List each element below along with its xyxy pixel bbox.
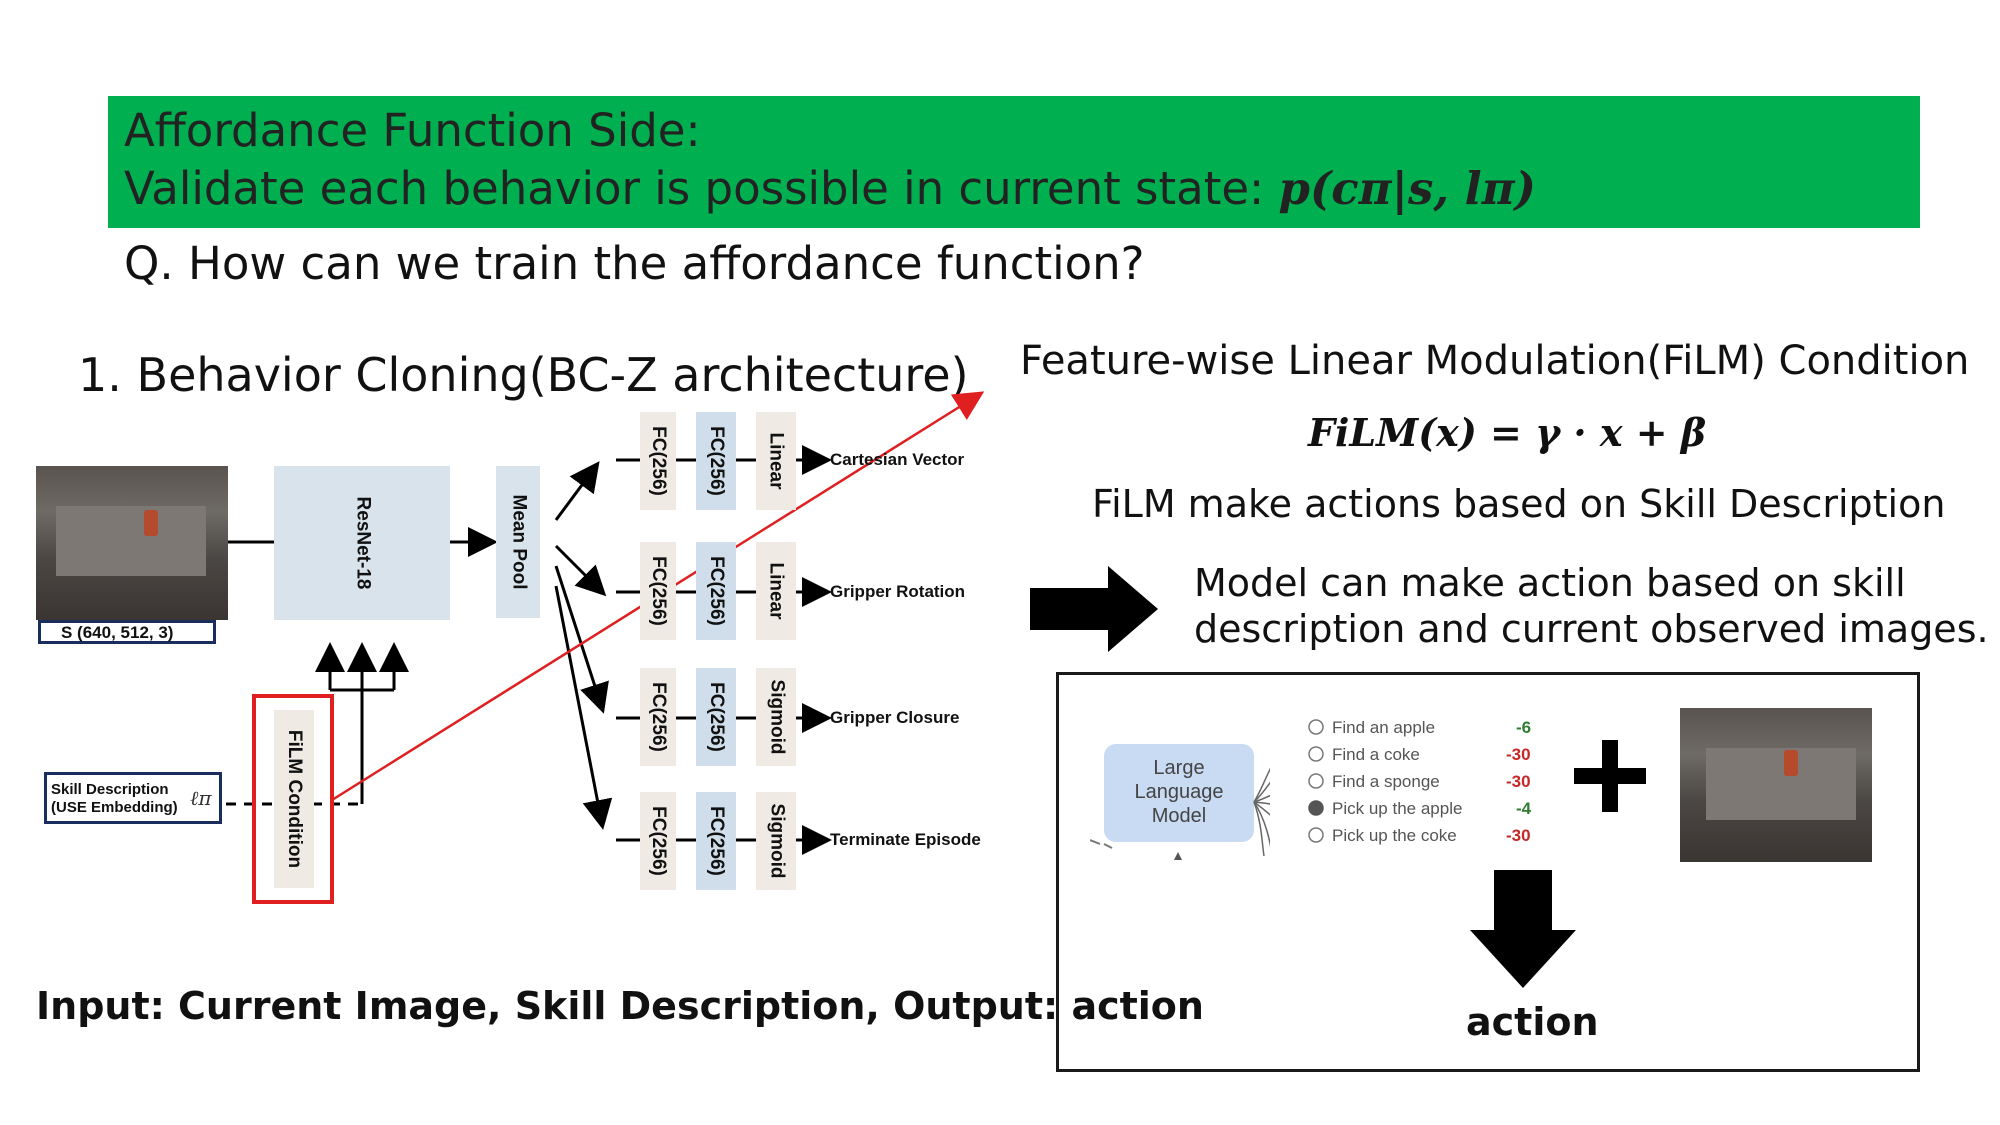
model-description: Model can make action based on skill des…: [1194, 560, 1989, 652]
model-description-line2: description and current observed images.: [1194, 607, 1989, 651]
action-label: action: [1466, 1000, 1599, 1044]
film-equation: FiLM(x) = γ · x + β: [1308, 410, 1707, 455]
resnet-block: ResNet-18: [274, 466, 450, 620]
right-arrow-icon: [1030, 566, 1158, 652]
option-3: Find a sponge: [1332, 772, 1440, 791]
head4-act-label: Sigmoid: [766, 803, 788, 879]
head3-act-label: Sigmoid: [766, 679, 788, 755]
banner-title: Affordance Function Side:: [124, 104, 701, 157]
observed-image: [1680, 708, 1872, 862]
head4-fc1: FC(256): [640, 792, 676, 890]
down-arrow-icon: [1470, 870, 1576, 988]
score-1: -6: [1516, 718, 1532, 737]
affordance-formula: p(cπ|s, lπ): [1278, 162, 1536, 215]
model-description-line1: Model can make action based on skill: [1194, 561, 1906, 605]
coke-can-shape-2: [1784, 750, 1798, 776]
mean-pool-block: Mean Pool: [496, 466, 540, 618]
option-1: Find an apple: [1332, 718, 1436, 737]
table-shape: [56, 506, 206, 576]
head2-fc2: FC(256): [696, 542, 736, 640]
mean-pool-label: Mean Pool: [508, 494, 530, 590]
skill-symbol: ℓπ: [190, 786, 212, 810]
head1-fc1: FC(256): [640, 412, 676, 510]
state-shape-label: S (640, 512, 3): [38, 620, 216, 644]
option-5: Pick up the coke: [1332, 826, 1457, 845]
film-description: FiLM make actions based on Skill Descrip…: [1092, 482, 1946, 526]
llm-action-panel: [1056, 672, 1920, 1072]
behavior-cloning-title: 1. Behavior Cloning(BC-Z architecture): [78, 348, 969, 402]
head3-fc1-label: FC(256): [648, 682, 669, 752]
head4-act: Sigmoid: [756, 792, 796, 890]
banner-subtitle-text: Validate each behavior is possible in cu…: [124, 162, 1279, 215]
head1-output: Cartesian Vector: [830, 450, 965, 469]
llm-label-line3: Model: [1151, 805, 1207, 827]
robot-camera-image: [36, 466, 228, 620]
head3-fc2: FC(256): [696, 668, 736, 766]
head2-act: Linear: [756, 542, 796, 640]
plus-icon: [1574, 740, 1646, 812]
score-2: -30: [1506, 745, 1531, 764]
option-circles: [1308, 719, 1324, 843]
film-condition-label: FiLM Condition: [284, 729, 306, 869]
head3-output: Gripper Closure: [830, 708, 960, 727]
head1-fc1-label: FC(256): [648, 426, 669, 496]
llm-branch-lines: [1090, 767, 1270, 860]
head3-act: Sigmoid: [756, 668, 796, 766]
film-highlight-box: [252, 694, 334, 904]
head4-output: Terminate Episode: [830, 830, 981, 849]
head2-act-label: Linear: [766, 562, 787, 620]
head1-act: Linear: [756, 412, 796, 510]
film-condition-block: FiLM Condition: [274, 710, 314, 888]
option-2: Find a coke: [1332, 745, 1420, 764]
title-banner: [108, 96, 1920, 228]
head1-fc2-label: FC(256): [706, 426, 727, 496]
head2-output: Gripper Rotation: [830, 582, 966, 601]
question-text: Q. How can we train the affordance funct…: [124, 237, 1145, 290]
head3-fc2-label: FC(256): [706, 682, 727, 752]
table-shape-2: [1706, 748, 1856, 820]
coke-can-shape: [144, 510, 158, 536]
skill-line1: Skill Description: [51, 781, 169, 798]
head1-fc2: FC(256): [696, 412, 736, 510]
banner-subtitle: Validate each behavior is possible in cu…: [124, 162, 1536, 215]
head2-fc2-label: FC(256): [706, 556, 727, 626]
llm-label-line2: Language: [1134, 781, 1224, 803]
head3-fc1: FC(256): [640, 668, 676, 766]
skill-line2: (USE Embedding): [51, 799, 178, 816]
skill-description-box: Skill Description (USE Embedding): [44, 772, 222, 824]
score-5: -30: [1506, 826, 1531, 845]
input-output-text: Input: Current Image, Skill Description,…: [36, 984, 1204, 1028]
head1-act-label: Linear: [766, 432, 787, 490]
head4-fc2: FC(256): [696, 792, 736, 890]
score-4: -4: [1516, 799, 1532, 818]
score-3: -30: [1506, 772, 1531, 791]
option-4: Pick up the apple: [1332, 799, 1463, 818]
head4-fc1-label: FC(256): [648, 806, 669, 876]
llm-label-line1: Large: [1153, 757, 1205, 779]
head4-fc2-label: FC(256): [706, 806, 727, 876]
head2-fc1: FC(256): [640, 542, 676, 640]
resnet-label: ResNet-18: [352, 496, 373, 590]
film-title: Feature-wise Linear Modulation(FiLM) Con…: [1020, 338, 1970, 384]
llm-block: Large Language Model: [1104, 744, 1254, 842]
head2-fc1-label: FC(256): [648, 556, 669, 626]
